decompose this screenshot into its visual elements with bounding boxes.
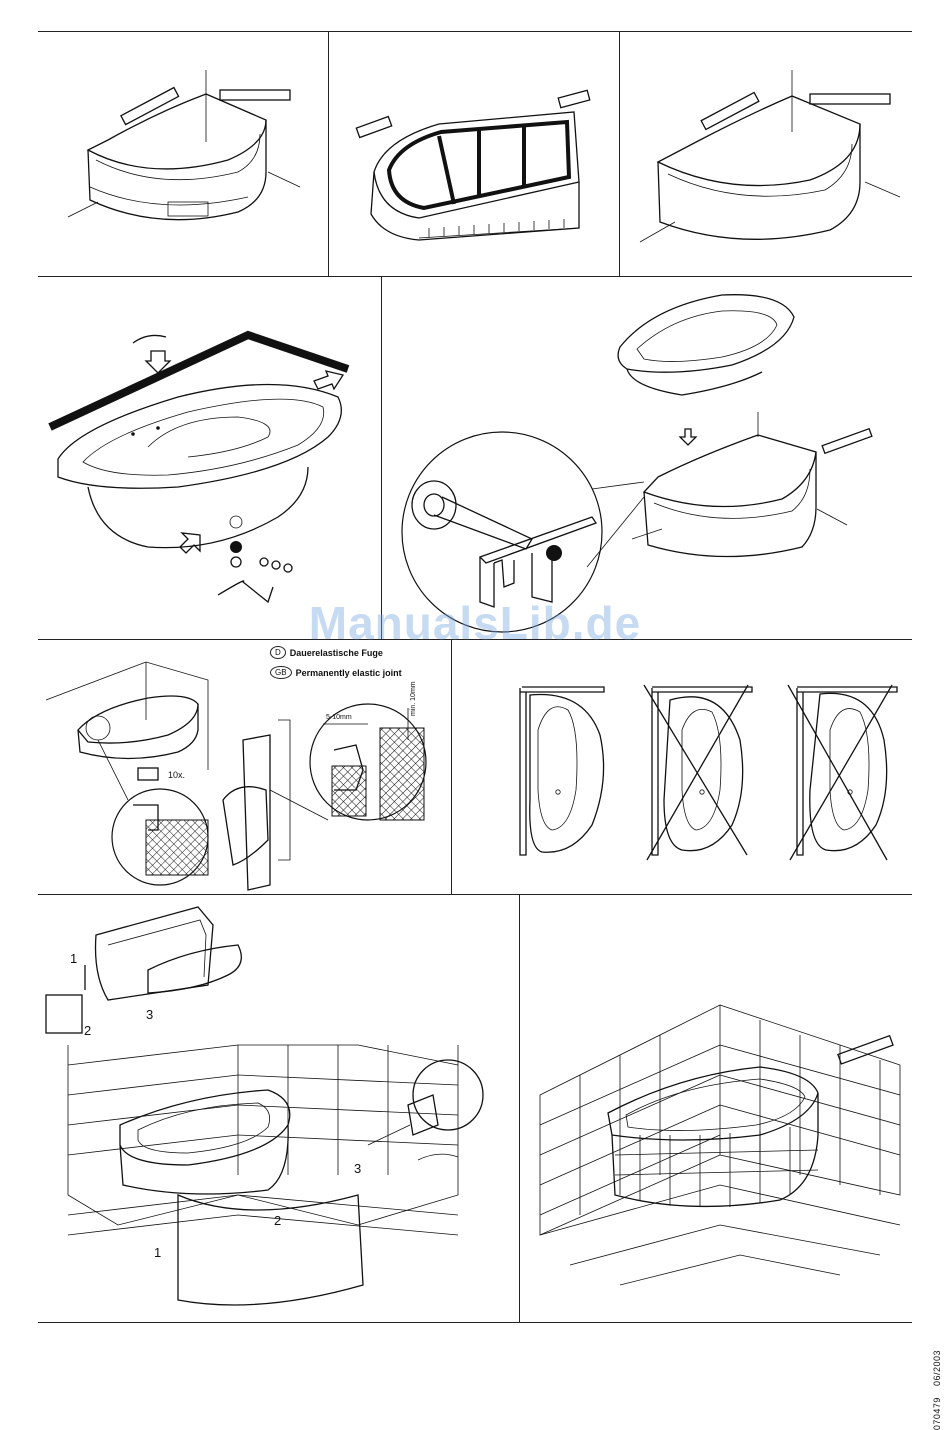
rule-bottom — [38, 1322, 912, 1323]
step2-bottom-label: 2 — [274, 1213, 281, 1228]
step3-top-label: 3 — [146, 1007, 153, 1022]
step-fit-apron-panels: 1 2 3 3 2 1 — [38, 895, 519, 1322]
legend-gb-code: GB — [270, 666, 292, 679]
step2-top-label: 2 — [84, 1023, 91, 1038]
doc-date: 06/2003 — [932, 1350, 942, 1386]
legend-gb: GB Permanently elastic joint — [270, 666, 402, 679]
footer-doc-info: 070479 06/2003 — [932, 1350, 942, 1430]
step-place-tub-on-frame — [382, 277, 912, 639]
step-tub-with-frame — [620, 32, 912, 276]
step-install-waste-and-seal — [38, 277, 381, 639]
watermark: ManualsLib.de — [0, 596, 950, 650]
dimension-gap-label: 5-10mm — [326, 714, 352, 721]
step-finished-tiled-tub — [520, 895, 912, 1322]
step-frame-on-tub — [38, 32, 328, 276]
step-correct-incorrect-placement — [452, 640, 912, 894]
step1-top-label: 1 — [70, 951, 77, 966]
instruction-sheet: D Dauerelastische Fuge GB Permanently el… — [0, 0, 950, 1360]
step-seal-joint: D Dauerelastische Fuge GB Permanently el… — [38, 640, 451, 894]
step-frame-assembly — [329, 32, 619, 276]
step3-bottom-label: 3 — [354, 1161, 361, 1176]
silicone-note-label: 10x. — [168, 770, 185, 780]
dimension-depth-label: min. 10mm — [410, 681, 417, 716]
legend-gb-text: Permanently elastic joint — [296, 668, 402, 678]
step1-bottom-label: 1 — [154, 1245, 161, 1260]
doc-number: 070479 — [932, 1397, 942, 1430]
